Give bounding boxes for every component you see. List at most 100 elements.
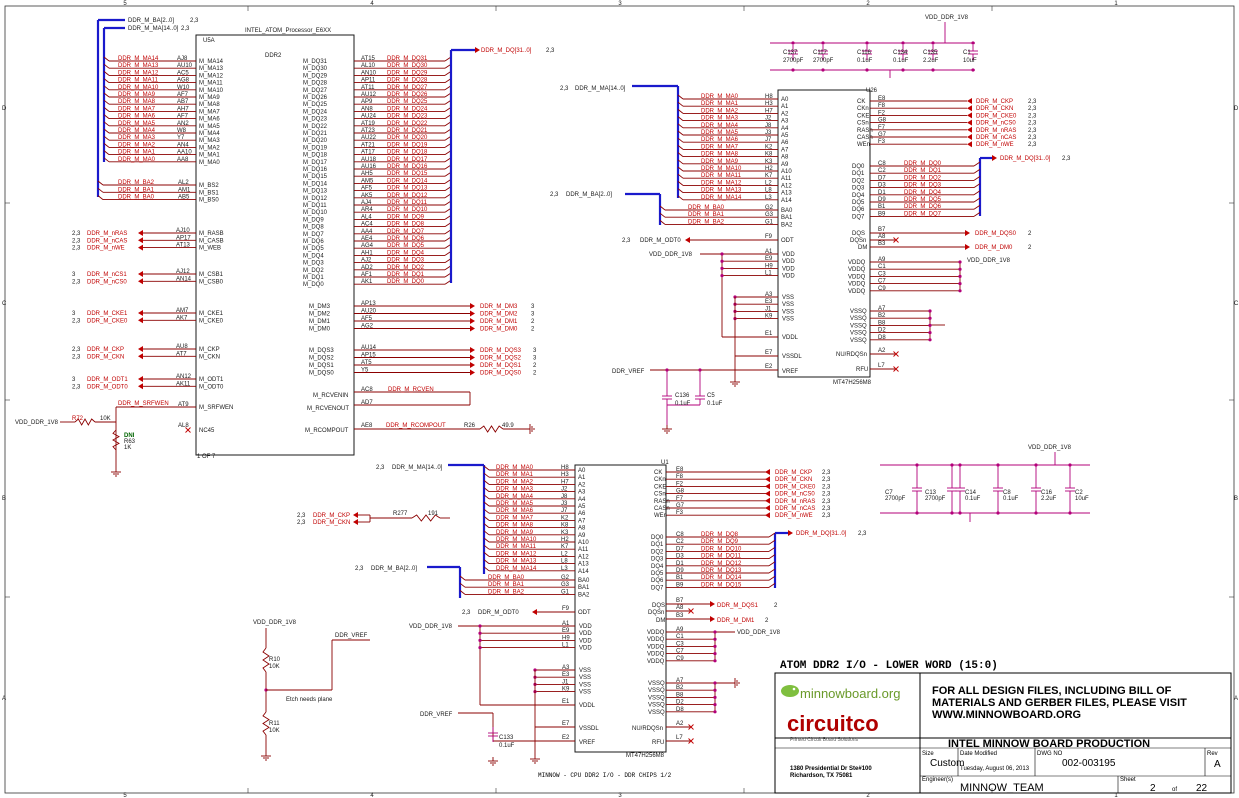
- u26-addr-net: DDR_M_MA3: [701, 116, 739, 122]
- u1-ctl-page: 2,3: [822, 499, 831, 505]
- no-connect-mark: [185, 427, 191, 433]
- bus-page-ref: 2,3: [190, 18, 199, 24]
- ma-pin-name: M_MA4: [199, 131, 220, 137]
- u26-vss-pin: E3: [765, 299, 773, 305]
- bot-cap-ref: C16: [1041, 490, 1053, 496]
- offpage-arrow: [353, 519, 358, 525]
- dqs-pin-name: M_DQS3: [309, 348, 334, 354]
- u1-vddq-pin: A9: [676, 627, 684, 633]
- ba-bus-label: DDR_M_BA[2..0]: [566, 192, 612, 198]
- rcven-pin: AC8: [361, 387, 373, 393]
- u26-ctl-page: 2,3: [1028, 135, 1037, 141]
- u1-ctl-name: CASn: [654, 506, 670, 512]
- u1-addr-pin: J3: [561, 501, 568, 507]
- dq-net: DDR_M_DQ14: [387, 178, 428, 184]
- ma-net: DDR_M_MA9: [118, 92, 156, 98]
- u26-dq-net: DDR_M_DQ1: [904, 168, 942, 174]
- u5a-title: INTEL_ATOM_Processor_E6XX: [245, 28, 331, 34]
- u26-addr-net: DDR_M_MA14: [701, 195, 742, 201]
- cke-pin: AK7: [176, 315, 188, 321]
- vdd-label: VDD_DDR_1V8: [649, 252, 693, 258]
- u1-vdd-pin: A1: [562, 621, 570, 627]
- bus-entry: [677, 130, 684, 136]
- bus-entry: [459, 575, 466, 581]
- u1-addr-net: DDR_M_MA13: [496, 559, 537, 565]
- u26-vddq-name: VDDQ: [848, 260, 866, 266]
- u1-vddq-pin: C7: [676, 649, 684, 655]
- minnowboard-logo: minnowboard.org: [781, 685, 900, 701]
- u26-vss-pin: A3: [765, 292, 773, 298]
- offpage-arrow: [992, 155, 997, 161]
- dq-net: DDR_M_DQ3: [387, 258, 425, 264]
- offpage-arrow: [138, 278, 143, 285]
- bot-cap-val: 10uF: [1075, 496, 1089, 502]
- u1-addr-name: A13: [578, 562, 589, 568]
- u1-dq-pin: B1: [676, 575, 684, 581]
- u1-vddl-pin: E1: [562, 699, 570, 705]
- dm-page: 3: [531, 312, 535, 318]
- u26-nu-pin: A2: [878, 348, 886, 354]
- u1-addr-net: DDR_M_MA1: [496, 472, 534, 478]
- ma-pin-name: M_MA8: [199, 102, 220, 108]
- dm-pin: AF5: [361, 316, 373, 322]
- u26-ba-net: DDR_M_BA2: [688, 219, 725, 225]
- u1-dm-pin: B3: [676, 613, 684, 619]
- bus-entry: [659, 212, 666, 218]
- junction-dot: [958, 267, 962, 271]
- ck-net: DDR_M_CKN: [87, 354, 124, 360]
- dq-pin-name: M_DQ24: [303, 109, 328, 115]
- u26-vddq-pin: C7: [878, 279, 886, 285]
- u1-addr-pin: J7: [561, 508, 568, 514]
- dq-bus-label: DDR_M_DQ[31..0]: [1000, 156, 1051, 162]
- column-mark: 3: [618, 1, 622, 7]
- junction-dot: [1068, 511, 1072, 515]
- dq-pin: AK5: [361, 193, 373, 199]
- bus-page-ref: 2,3: [550, 192, 559, 198]
- ma-bus-label: DDR_M_MA[14..0]: [575, 86, 626, 92]
- row-mark: A: [2, 696, 6, 702]
- junction-dot: [958, 274, 962, 278]
- junction-dot: [996, 511, 1000, 515]
- r26-ref: R26: [464, 423, 476, 429]
- u26-dqs-page: 2: [1028, 231, 1032, 237]
- ck-net: DDR_M_CKP: [87, 347, 124, 353]
- u1-addr-net: DDR_M_MA12: [496, 551, 537, 557]
- offpage-arrow: [138, 376, 143, 382]
- offpage-arrow: [353, 512, 358, 518]
- u26-dq-name: DQ4: [852, 193, 865, 199]
- bus-page-ref: 2,3: [181, 26, 190, 32]
- bot-cap-ref: C2: [1075, 490, 1083, 496]
- u26-ctl-page: 2,3: [1028, 128, 1037, 134]
- dq-pin: AC4: [361, 222, 373, 228]
- junction-dot: [928, 316, 932, 320]
- ba-pin: AL2: [178, 180, 189, 186]
- junction-dot: [713, 681, 717, 685]
- u1-odt-net: DDR_M_ODT0: [478, 610, 519, 616]
- u1-addr-name: A9: [578, 533, 586, 539]
- junction-dot: [713, 703, 717, 707]
- u1-ctl-net: DDR_M_nRAS: [775, 499, 815, 505]
- vdd-label: VDD_DDR_1V8: [409, 624, 453, 630]
- offpage-arrow: [138, 230, 143, 236]
- u1-ctl-page: 2,3: [822, 484, 831, 490]
- dq-pin: AD2: [361, 265, 373, 271]
- bus-entry: [768, 575, 776, 581]
- u26-addr-net: DDR_M_MA11: [701, 173, 742, 179]
- u1-dq-name: DQ2: [651, 549, 664, 555]
- ma-pin-name: M_MA7: [199, 109, 220, 115]
- r63: [112, 429, 120, 451]
- vref-label: DDR_VREF: [420, 712, 453, 718]
- srf-pin-name: M_SRFWEN: [199, 405, 233, 411]
- r277: [411, 514, 441, 522]
- u26-dq-net: DDR_M_DQ2: [904, 175, 942, 181]
- u26-addr-pin: H8: [765, 94, 773, 100]
- bus-entry: [103, 143, 110, 148]
- offpage-arrow: [138, 310, 143, 316]
- column-mark: 2: [866, 1, 870, 7]
- bus-entry: [483, 508, 490, 514]
- offpage-arrow: [470, 354, 475, 361]
- dq-net: DDR_M_DQ27: [387, 85, 428, 91]
- offpage-arrow: [967, 134, 972, 140]
- ctl-page: 2,3: [72, 238, 81, 244]
- dq-net: DDR_M_DQ22: [387, 121, 428, 127]
